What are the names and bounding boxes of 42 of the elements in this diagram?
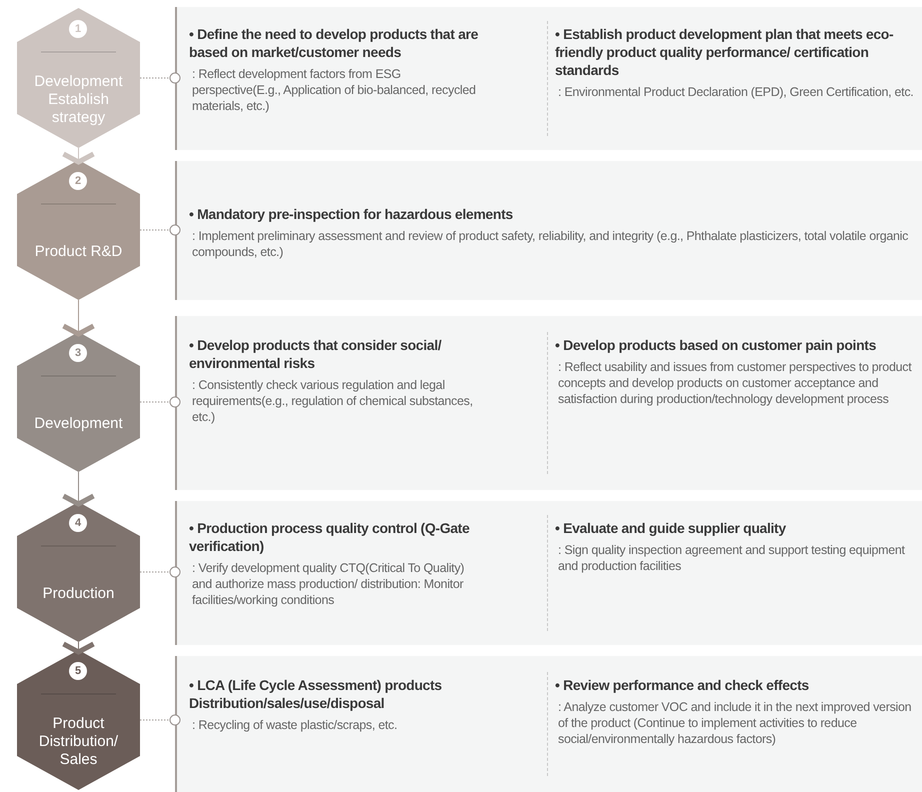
content-panel (175, 501, 922, 645)
bullet-heading: • Define the need to develop products that are based on market/customer needs (189, 25, 479, 61)
description-text: : Environmental Product Declaration (EPD), Green Certification, etc. (557, 84, 914, 100)
content-panel (175, 656, 922, 792)
step-label: Development (33, 415, 124, 433)
description-text: : Reflect development factors from ESG perspective(E.g., Application of bio-balanced, recycled materials, etc.) (191, 66, 477, 114)
hexagon-step (17, 650, 140, 790)
step-label: Production (42, 585, 116, 603)
chevron-arrow (61, 472, 96, 506)
connector-line (140, 714, 180, 726)
bullet-heading: • Develop products based on customer pain points (555, 336, 878, 354)
chevron-arrow (61, 642, 96, 654)
step-label: Development Establish strategy (33, 73, 124, 127)
description-text: : Analyze customer VOC and include it in the next improved version of the product (Continue to implement activities to reduce social/environmentally hazardous factors) (557, 699, 912, 747)
content-panel (175, 316, 922, 490)
hexagon-step (17, 8, 140, 148)
connector-line (140, 566, 180, 578)
bullet-heading: • Establish product development plan that meets eco-friendly product quality performance/ certification standards (555, 25, 894, 79)
hexagon-step (17, 332, 140, 472)
bullet-heading: • Develop products that consider social/ environmental risks (189, 336, 442, 372)
connector-line (140, 396, 180, 408)
bullet-heading: • Mandatory pre-inspection for hazardous elements (189, 205, 514, 223)
description-text: : Consistently check various regulation and legal requirements(e.g., regulation of chemical substances, etc.) (191, 377, 474, 425)
description-text: : Verify development quality CTQ(Critical To Quality) and authorize mass production/ distribution: Monitor facilities/working conditions (191, 560, 466, 608)
description-text: : Implement preliminary assessment and review of product safety, reliability, and integrity (e.g., Phthalate plasticizers, total volatile organic compounds, etc.) (191, 228, 910, 260)
bullet-heading: • Review performance and check effects (555, 676, 810, 694)
hexagon-step (17, 160, 140, 300)
description-text: : Sign quality inspection agreement and support testing equipment and production facilities (557, 542, 906, 574)
content-panel (175, 7, 922, 150)
bullet-heading: • Evaluate and guide supplier quality (555, 519, 787, 537)
description-text: : Reflect usability and issues from customer perspectives to product concepts and develop products on customer acceptance and satisfaction during production/technology development process (557, 359, 913, 407)
connector-line (140, 72, 180, 84)
bullet-heading: • Production process quality control (Q-Gate verification) (189, 519, 470, 555)
step-label: Product R&D (34, 243, 124, 261)
content-panel (175, 161, 922, 300)
hexagon-step (17, 502, 140, 642)
bullet-heading: • LCA (Life Cycle Assessment) products Distribution/sales/use/disposal (189, 676, 443, 712)
description-text: : Recycling of waste plastic/scraps, etc. (191, 717, 398, 733)
step-label: Product Distribution/ Sales (38, 715, 120, 769)
connector-line (140, 224, 180, 236)
chevron-arrow (61, 148, 96, 164)
chevron-arrow (61, 300, 96, 336)
